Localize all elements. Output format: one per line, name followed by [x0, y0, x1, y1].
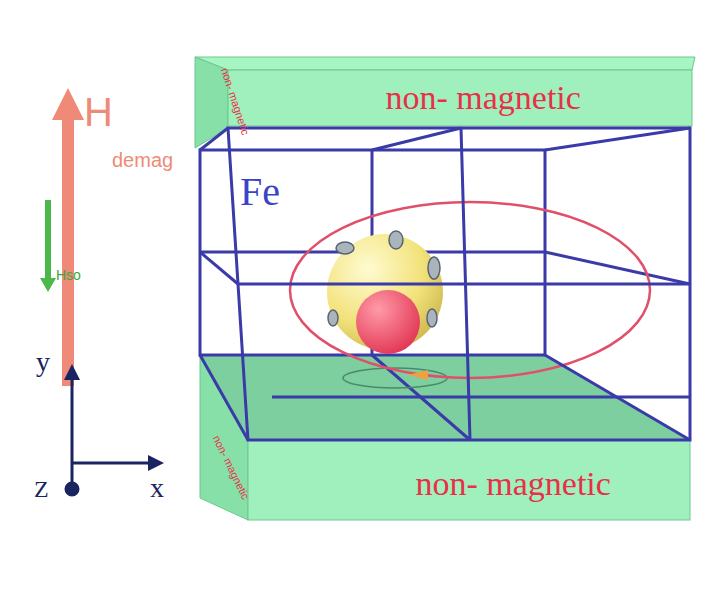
axis-label: x [150, 474, 164, 502]
coordinate-axes [64, 364, 164, 495]
field-subscript: demag [112, 150, 173, 170]
bottom-slab [200, 355, 690, 520]
layer-label: non- magnetic [415, 467, 610, 501]
magnetic-layer: non- magneticnon- magnetic [248, 440, 690, 520]
axis-label: Z [34, 477, 49, 501]
axis-label: y [36, 348, 50, 376]
iron-frame-back [200, 150, 690, 440]
field-symbol: Hso [56, 268, 81, 282]
iron-frame-front [200, 128, 690, 440]
spin-orbit-field-arrow [40, 200, 56, 292]
demag-field-arrow [52, 88, 84, 386]
top-slab [195, 57, 695, 148]
magnetic-layer: non- magneticnon- magnetic [228, 70, 692, 126]
iron-cell: Fe [228, 128, 690, 440]
field-symbol: H [84, 92, 113, 132]
material-label: Fe [240, 172, 280, 212]
layer-label: non- magnetic [385, 81, 580, 115]
atom [290, 202, 650, 388]
